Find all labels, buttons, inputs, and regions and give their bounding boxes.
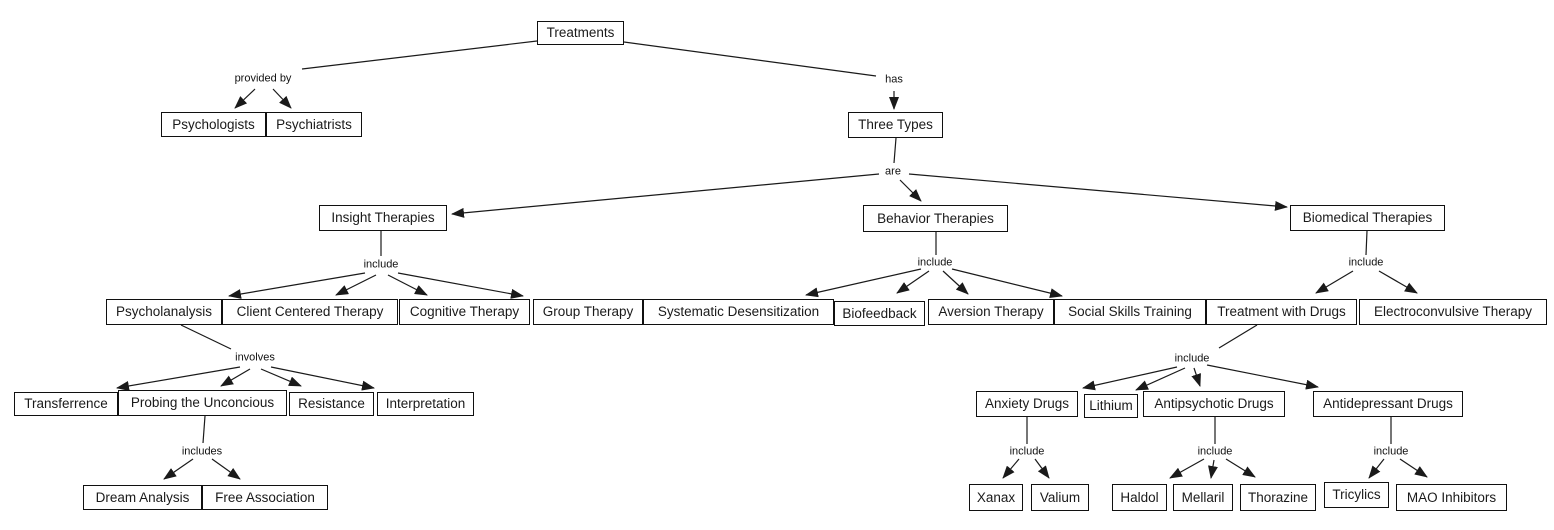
- node-biomedical-therapies[interactable]: Biomedical Therapies: [1290, 205, 1445, 231]
- node-mellaril[interactable]: Mellaril: [1173, 484, 1233, 511]
- edge-label-involves: involves: [233, 351, 277, 364]
- node-client-centered-therapy[interactable]: Client Centered Therapy: [222, 299, 398, 325]
- node-systematic-desensitization[interactable]: Systematic Desensitization: [643, 299, 834, 325]
- edge-label-are: are: [883, 165, 903, 178]
- edge-label-behavior-include: include: [915, 256, 955, 269]
- node-biofeedback[interactable]: Biofeedback: [834, 301, 925, 326]
- edge-label-antipsychotic-include: include: [1195, 445, 1235, 458]
- node-mao-inhibitors[interactable]: MAO Inhibitors: [1396, 484, 1507, 511]
- node-free-association[interactable]: Free Association: [202, 485, 328, 510]
- node-thorazine[interactable]: Thorazine: [1240, 484, 1316, 511]
- node-transferrence[interactable]: Transferrence: [14, 392, 118, 416]
- node-behavior-therapies[interactable]: Behavior Therapies: [863, 205, 1008, 232]
- edge-label-probing-includes: includes: [179, 445, 225, 458]
- node-three-types[interactable]: Three Types: [848, 112, 943, 138]
- edge-label-has: has: [883, 73, 905, 86]
- node-psychiatrists[interactable]: Psychiatrists: [266, 112, 362, 137]
- node-resistance[interactable]: Resistance: [289, 392, 374, 416]
- node-group-therapy[interactable]: Group Therapy: [533, 299, 643, 325]
- node-psycholanalysis[interactable]: Psycholanalysis: [106, 299, 222, 325]
- node-valium[interactable]: Valium: [1031, 484, 1089, 511]
- node-antidepressant-drugs[interactable]: Antidepressant Drugs: [1313, 391, 1463, 417]
- node-social-skills-training[interactable]: Social Skills Training: [1054, 299, 1206, 325]
- node-interpretation[interactable]: Interpretation: [377, 392, 474, 416]
- node-anxiety-drugs[interactable]: Anxiety Drugs: [976, 391, 1078, 417]
- node-cognitive-therapy[interactable]: Cognitive Therapy: [399, 299, 530, 325]
- edge-label-antidepressant-include: include: [1371, 445, 1411, 458]
- node-psychologists[interactable]: Psychologists: [161, 112, 266, 137]
- edge-label-anxiety-include: include: [1007, 445, 1047, 458]
- edge-label-provided-by: provided by: [232, 72, 294, 85]
- node-probing-the-unconcious[interactable]: Probing the Unconcious: [118, 390, 287, 416]
- node-antipsychotic-drugs[interactable]: Antipsychotic Drugs: [1143, 391, 1285, 417]
- node-tricylics[interactable]: Tricylics: [1324, 482, 1389, 508]
- node-treatment-with-drugs[interactable]: Treatment with Drugs: [1206, 299, 1357, 325]
- node-haldol[interactable]: Haldol: [1112, 484, 1167, 511]
- node-xanax[interactable]: Xanax: [969, 484, 1023, 511]
- edge-label-insight-include: include: [361, 258, 401, 271]
- edge-label-drugs-include: include: [1172, 352, 1212, 365]
- node-aversion-therapy[interactable]: Aversion Therapy: [928, 299, 1054, 325]
- node-treatments[interactable]: Treatments: [537, 21, 624, 45]
- node-lithium[interactable]: Lithium: [1084, 394, 1138, 418]
- node-electroconvulsive-therapy[interactable]: Electroconvulsive Therapy: [1359, 299, 1547, 325]
- edge-label-biomedical-include: include: [1346, 256, 1386, 269]
- node-dream-analysis[interactable]: Dream Analysis: [83, 485, 202, 510]
- node-insight-therapies[interactable]: Insight Therapies: [319, 205, 447, 231]
